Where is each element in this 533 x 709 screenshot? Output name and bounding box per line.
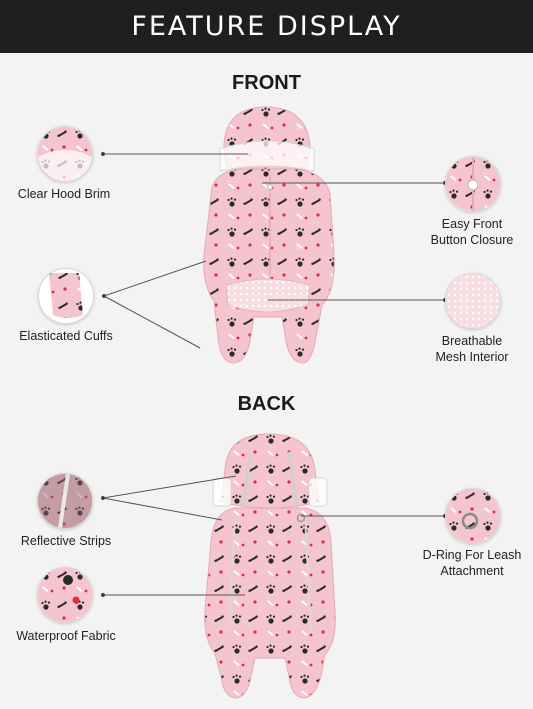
banner-title: FEATURE DISPLAY — [131, 11, 402, 42]
elasticated-cuffs-label: Elasticated Cuffs — [19, 329, 113, 343]
easy-front-button-closure-label: Easy Front Button Closure — [430, 217, 514, 247]
clear-hood-brim-label: Clear Hood Brim — [17, 187, 111, 201]
easy-front-button-closure-thumbnail — [445, 156, 501, 212]
reflective-strips-label: Reflective Strips — [20, 534, 112, 548]
breathable-mesh-interior-thumbnail — [445, 273, 501, 329]
breathable-mesh-interior-label: Breathable Mesh Interior — [435, 334, 509, 364]
reflective-strips-thumbnail — [37, 473, 93, 529]
d-ring-for-leash-attachment-label: D-Ring For Leash Attachment — [422, 548, 522, 578]
back-section-title: BACK — [237, 393, 296, 415]
elasticated-cuffs-thumbnail — [38, 268, 94, 324]
waterproof-fabric-label: Waterproof Fabric — [16, 629, 116, 643]
waterproof-fabric-thumbnail — [37, 567, 93, 623]
d-ring-for-leash-attachment-thumbnail — [445, 488, 501, 544]
front-section-title: FRONT — [232, 72, 301, 94]
header-banner: FEATURE DISPLAY — [0, 0, 533, 53]
clear-hood-brim-thumbnail — [37, 126, 93, 182]
front-raincoat-image — [203, 106, 335, 364]
back-raincoat-image — [204, 433, 336, 699]
